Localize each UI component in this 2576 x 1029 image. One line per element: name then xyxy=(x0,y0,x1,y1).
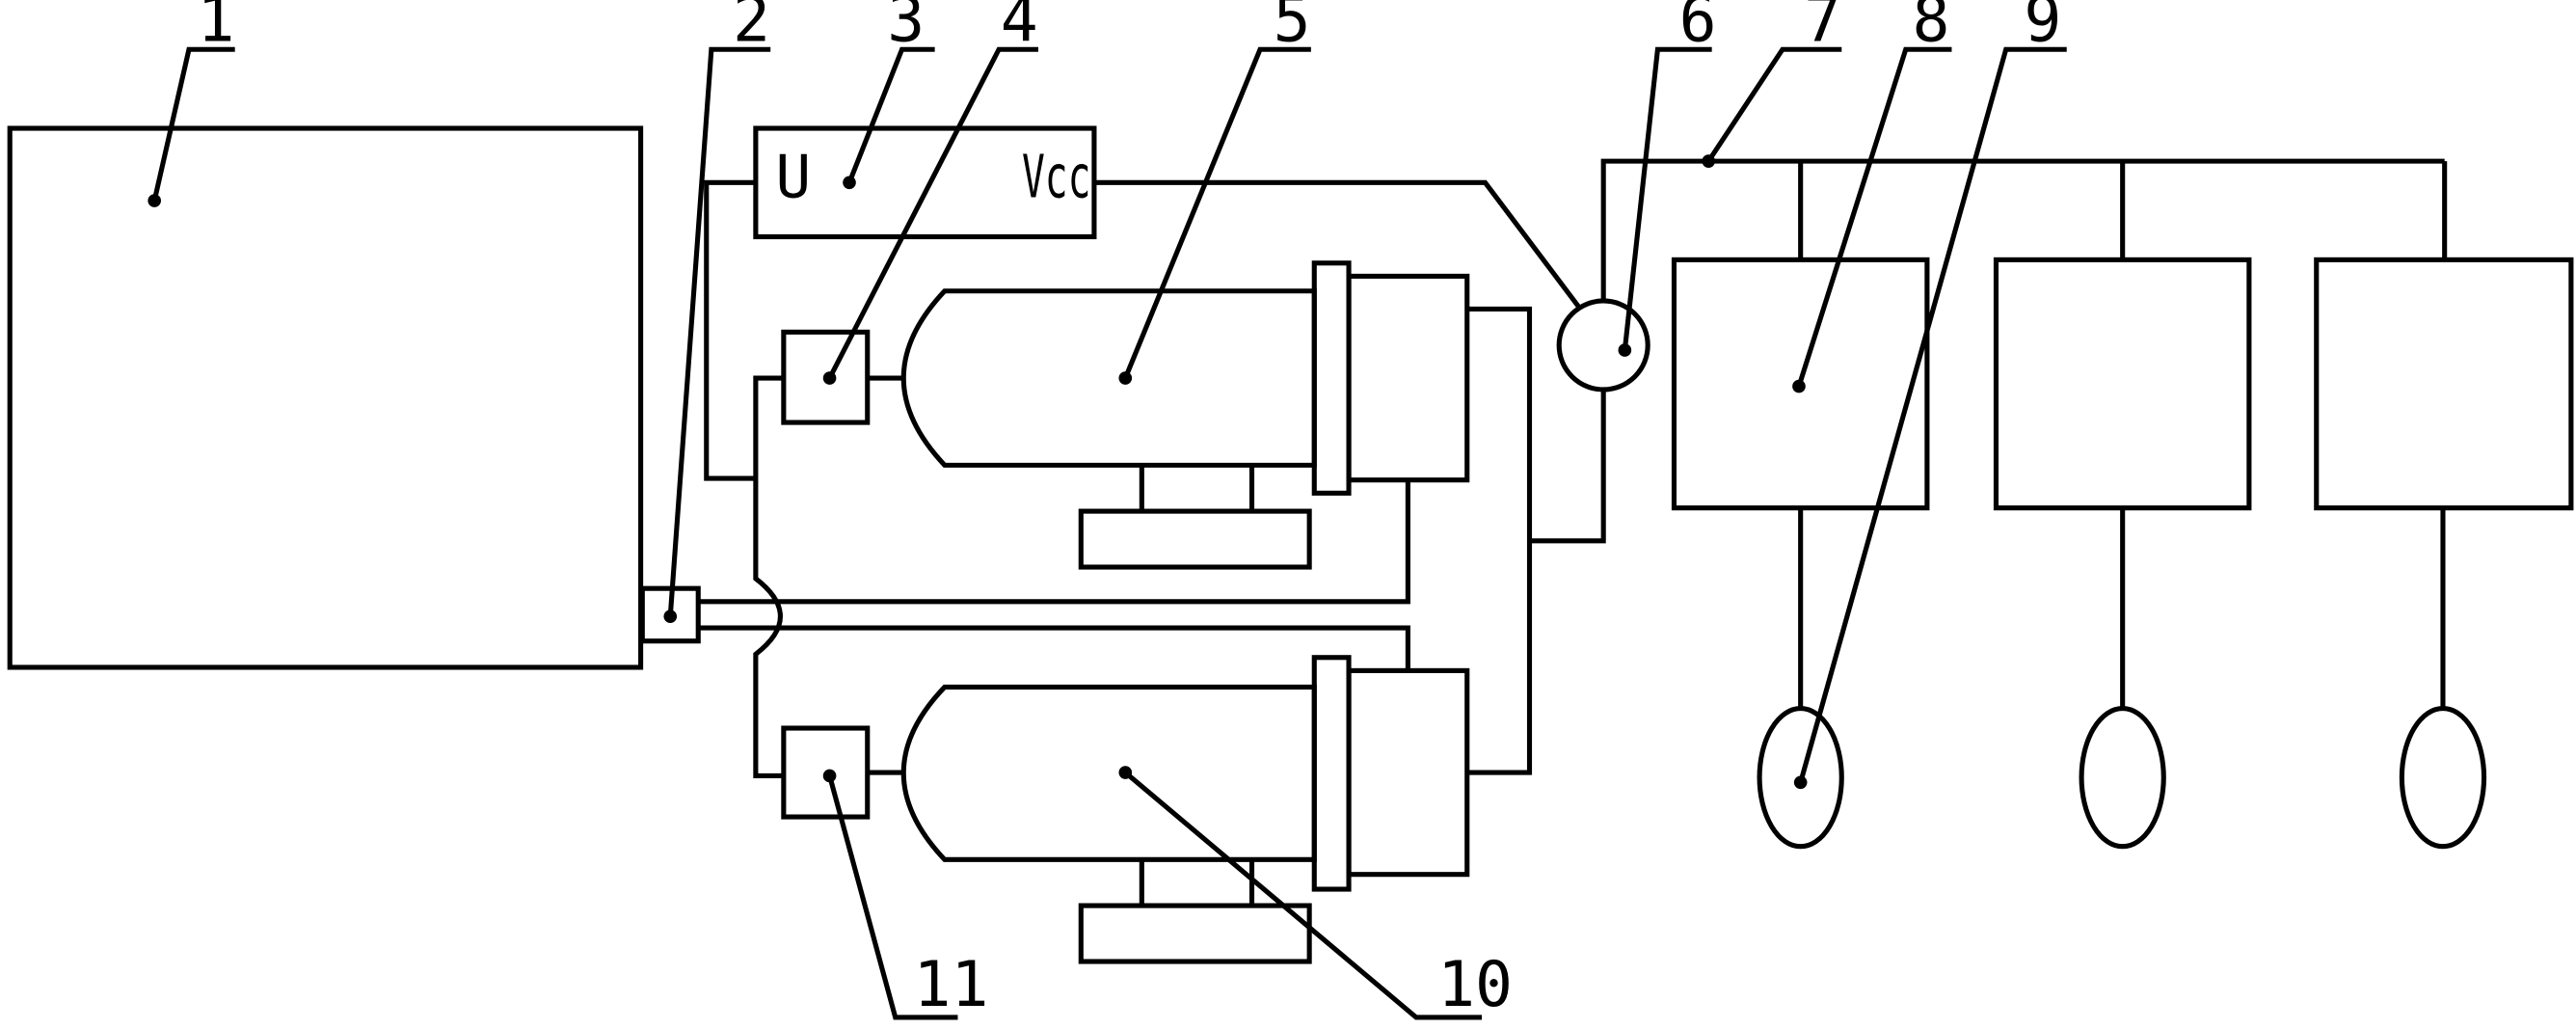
callout-2: 2 xyxy=(733,0,770,57)
callout-3: 3 xyxy=(887,0,925,57)
callout-7: 7 xyxy=(1804,0,1841,57)
component-11-lower-box xyxy=(781,725,871,820)
callout-4: 4 xyxy=(1001,0,1038,57)
component-4-upper-box xyxy=(781,329,871,425)
leader-lines xyxy=(151,46,2067,1020)
component-10-lower-motor xyxy=(900,655,1470,964)
component-5-upper-motor xyxy=(900,260,1470,570)
terminal-vcc-label: Vcc xyxy=(1022,144,1091,212)
terminal-u-label: U xyxy=(775,144,811,212)
component-6-junction xyxy=(1556,298,1650,393)
callout-8: 8 xyxy=(1913,0,1950,57)
component-9-ellipses xyxy=(1757,706,2487,850)
callout-6: 6 xyxy=(1679,0,1717,57)
callout-1: 1 xyxy=(197,0,234,57)
component-1-box xyxy=(7,125,644,670)
wiring xyxy=(698,154,2448,779)
callout-numbers: 1 2 3 4 5 6 7 8 9 10 11 xyxy=(197,0,2061,1021)
component-8-output-boxes xyxy=(1671,257,2574,511)
callout-10: 10 xyxy=(1437,949,1513,1021)
callout-5: 5 xyxy=(1274,0,1311,57)
callout-9: 9 xyxy=(2024,0,2061,57)
callout-11: 11 xyxy=(913,949,988,1021)
